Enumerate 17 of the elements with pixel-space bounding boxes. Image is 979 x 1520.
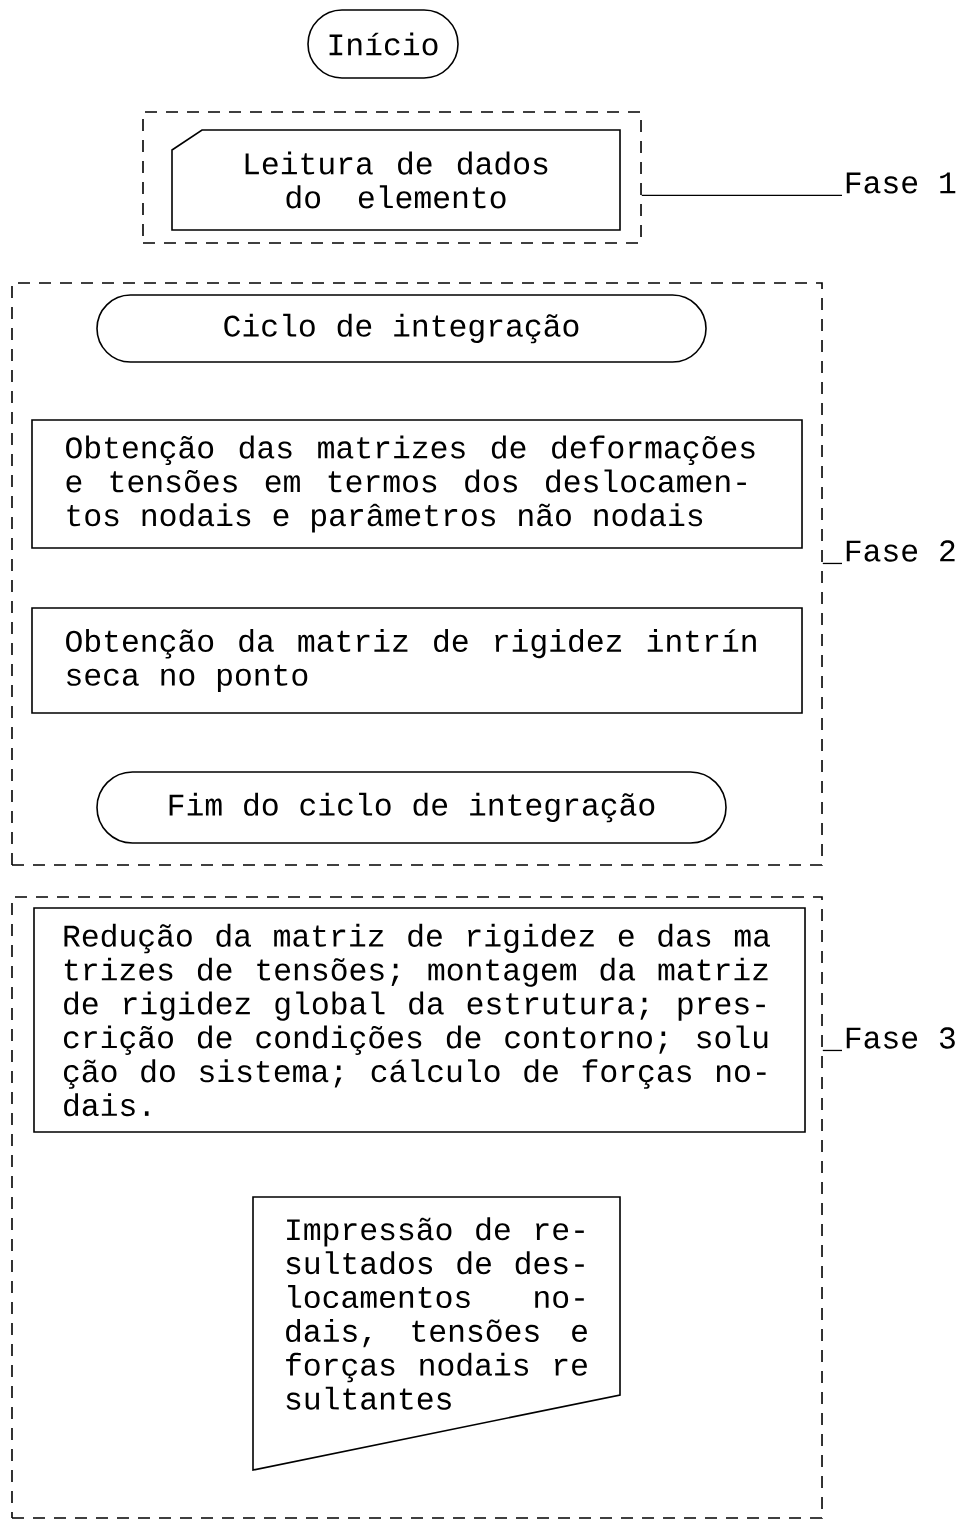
phase-label: Fase 1 xyxy=(846,172,956,194)
process-box: Obtenção da matriz de rigidez intrín seca no ponto xyxy=(31,607,803,714)
terminal-box: Fim do ciclo de integração xyxy=(96,771,727,844)
leader-line xyxy=(641,194,843,196)
phase-group-box xyxy=(11,282,823,866)
input-card-box: Leitura de dados do elemento xyxy=(171,129,621,231)
process-box: Obtenção das matrizes de deformações e tensões em termos dos deslocamen- tos nodais e parâmetros não nodais xyxy=(31,419,803,549)
phase-group-box xyxy=(11,896,823,1519)
leader-line xyxy=(822,562,843,565)
phase-label: Fase 3 xyxy=(846,1027,955,1049)
terminal-box: Ciclo de integração xyxy=(96,294,707,363)
phase-label: Fase 2 xyxy=(846,540,955,562)
process-box: Redução da matriz de rigidez e das ma trizes de tensões; montagem da matriz de rigidez global da estrutura; pres- crição de condições de contorno; solu ção do sistema; cálculo de forças no- dais. xyxy=(33,907,806,1133)
terminal-box: Início xyxy=(307,9,459,79)
leader-line xyxy=(822,1049,843,1052)
output-document-box: Impressão de re- sultados de des- locamentos no- dais, tensões e forças nodais re sultantes xyxy=(252,1196,621,1471)
phase-group-box xyxy=(142,111,642,244)
